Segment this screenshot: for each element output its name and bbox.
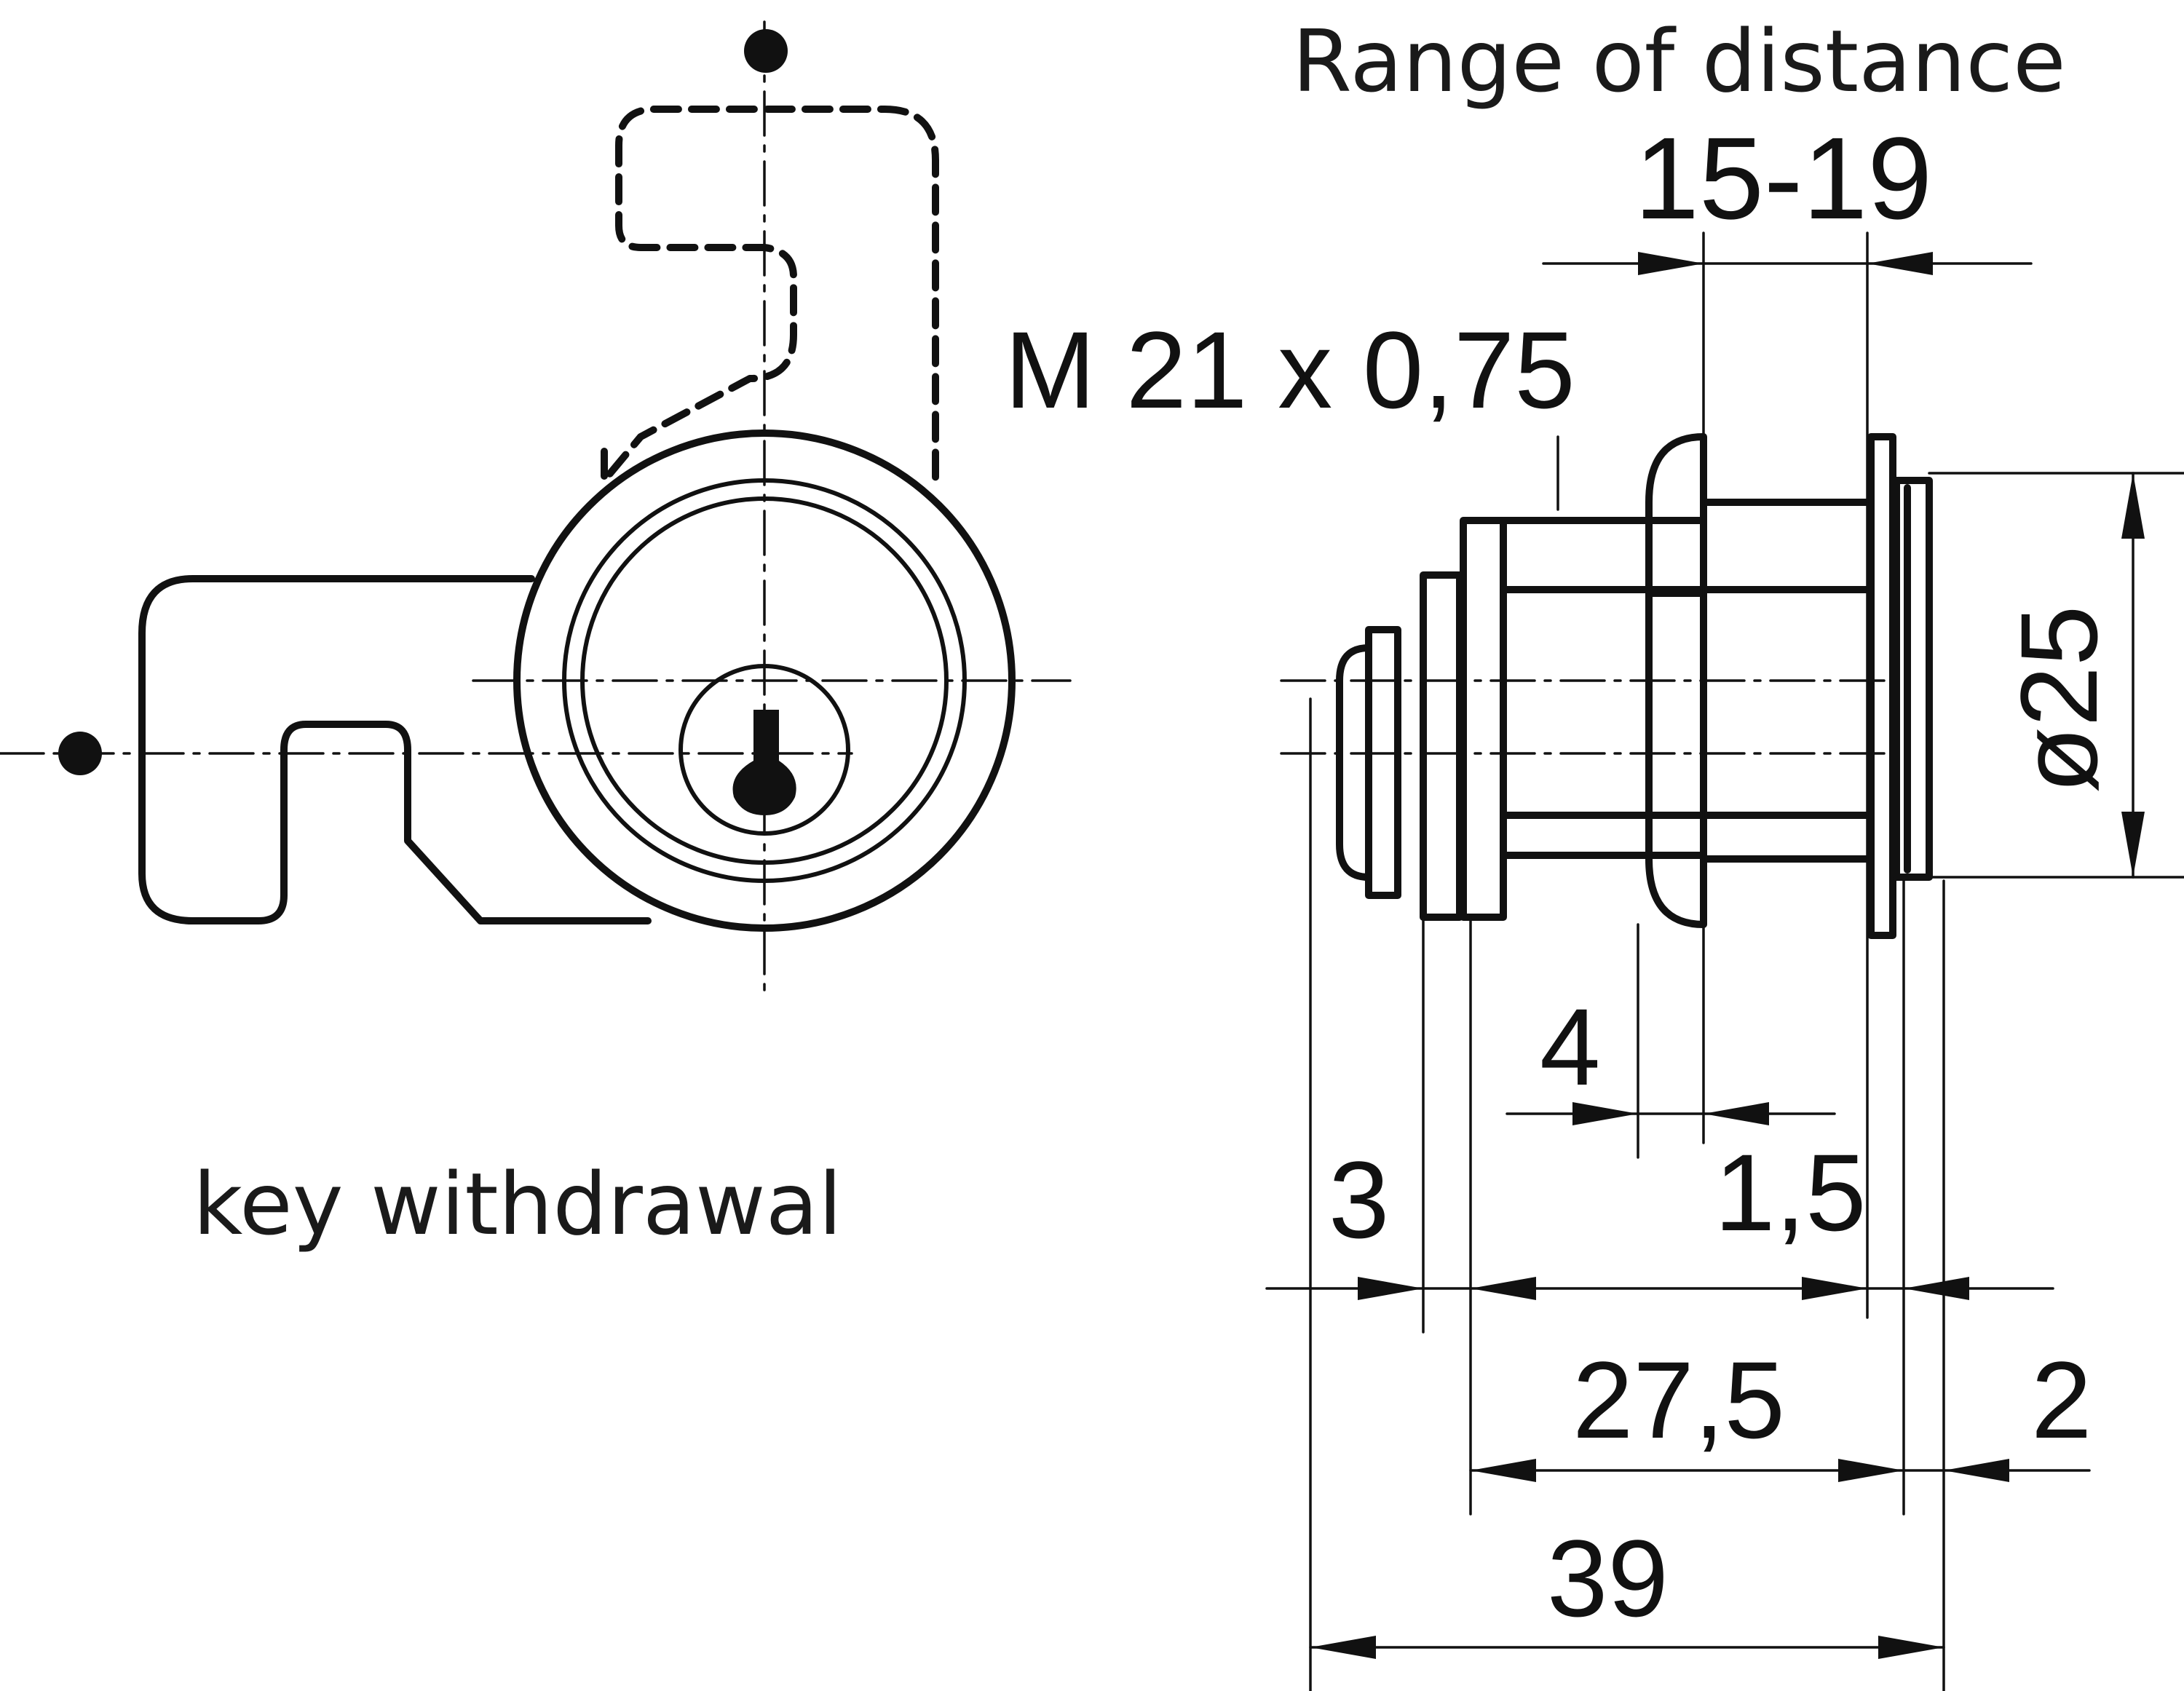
- arrow-39-right: [1878, 1636, 1944, 1659]
- pivot-dot-top: [744, 29, 788, 73]
- arrow-dia-bottom: [2121, 812, 2145, 877]
- arrow-3: [1358, 1277, 1423, 1300]
- end-cap: [1336, 644, 1372, 881]
- arrow-27-5-right: [1838, 1459, 1904, 1482]
- lock-face: [513, 429, 1016, 932]
- key-plug: [678, 664, 850, 836]
- inner-ring-1: [562, 478, 967, 883]
- range-of-distance-label: Range of distance: [1292, 11, 2066, 111]
- inner-ring-2: [580, 496, 949, 865]
- keyway-icon: [732, 710, 796, 815]
- diameter-label: ø25: [1998, 606, 2120, 793]
- arrow-39-left: [1310, 1636, 1376, 1659]
- text-labels: Range of distance 15-19 M 21 x 0,75 ø25 …: [193, 11, 2120, 1639]
- dim-1-5-label: 1,5: [1714, 1131, 1867, 1254]
- arrow-3-right: [1471, 1277, 1536, 1300]
- range-value-label: 15-19: [1634, 113, 1932, 243]
- end-washer: [1365, 626, 1401, 899]
- dim-2-label: 2: [2031, 1339, 2092, 1461]
- arrow-dia-top: [2121, 473, 2145, 539]
- cam-plate: [1460, 517, 1507, 921]
- hex-nut: [1645, 433, 1707, 928]
- spacer-plate: [1420, 571, 1463, 921]
- arrow-range-right: [1867, 252, 1933, 275]
- arrow-1-5-right: [1704, 1102, 1769, 1125]
- panel: [1867, 433, 1896, 939]
- outer-bezel: [513, 429, 1016, 932]
- front-view: [0, 20, 1072, 991]
- thread-label: M 21 x 0,75: [1005, 309, 1575, 431]
- pivot-dot-left: [58, 732, 102, 775]
- cam-lever: [138, 575, 652, 924]
- dimensions: [1265, 231, 2184, 1691]
- side-view: [1280, 433, 1933, 939]
- arrow-range-left: [1638, 252, 1704, 275]
- arrow-1-5-lower: [1802, 1277, 1867, 1300]
- dim-3-label: 3: [1329, 1138, 1389, 1261]
- key-withdrawal-label: key withdrawal: [193, 1154, 842, 1254]
- key-withdrawal-outline: [601, 106, 939, 484]
- arrow-2-top: [1904, 1277, 1969, 1300]
- dim-39-label: 39: [1547, 1517, 1669, 1639]
- threaded-body: [1500, 517, 1707, 859]
- dim-4-label: 4: [1540, 986, 1600, 1108]
- arrow-27-5-left: [1471, 1459, 1536, 1482]
- dim-27-5-label: 27,5: [1572, 1339, 1785, 1461]
- arrow-4-left: [1572, 1102, 1638, 1125]
- arrow-2-right: [1944, 1459, 2009, 1482]
- bezel: [1893, 477, 1933, 881]
